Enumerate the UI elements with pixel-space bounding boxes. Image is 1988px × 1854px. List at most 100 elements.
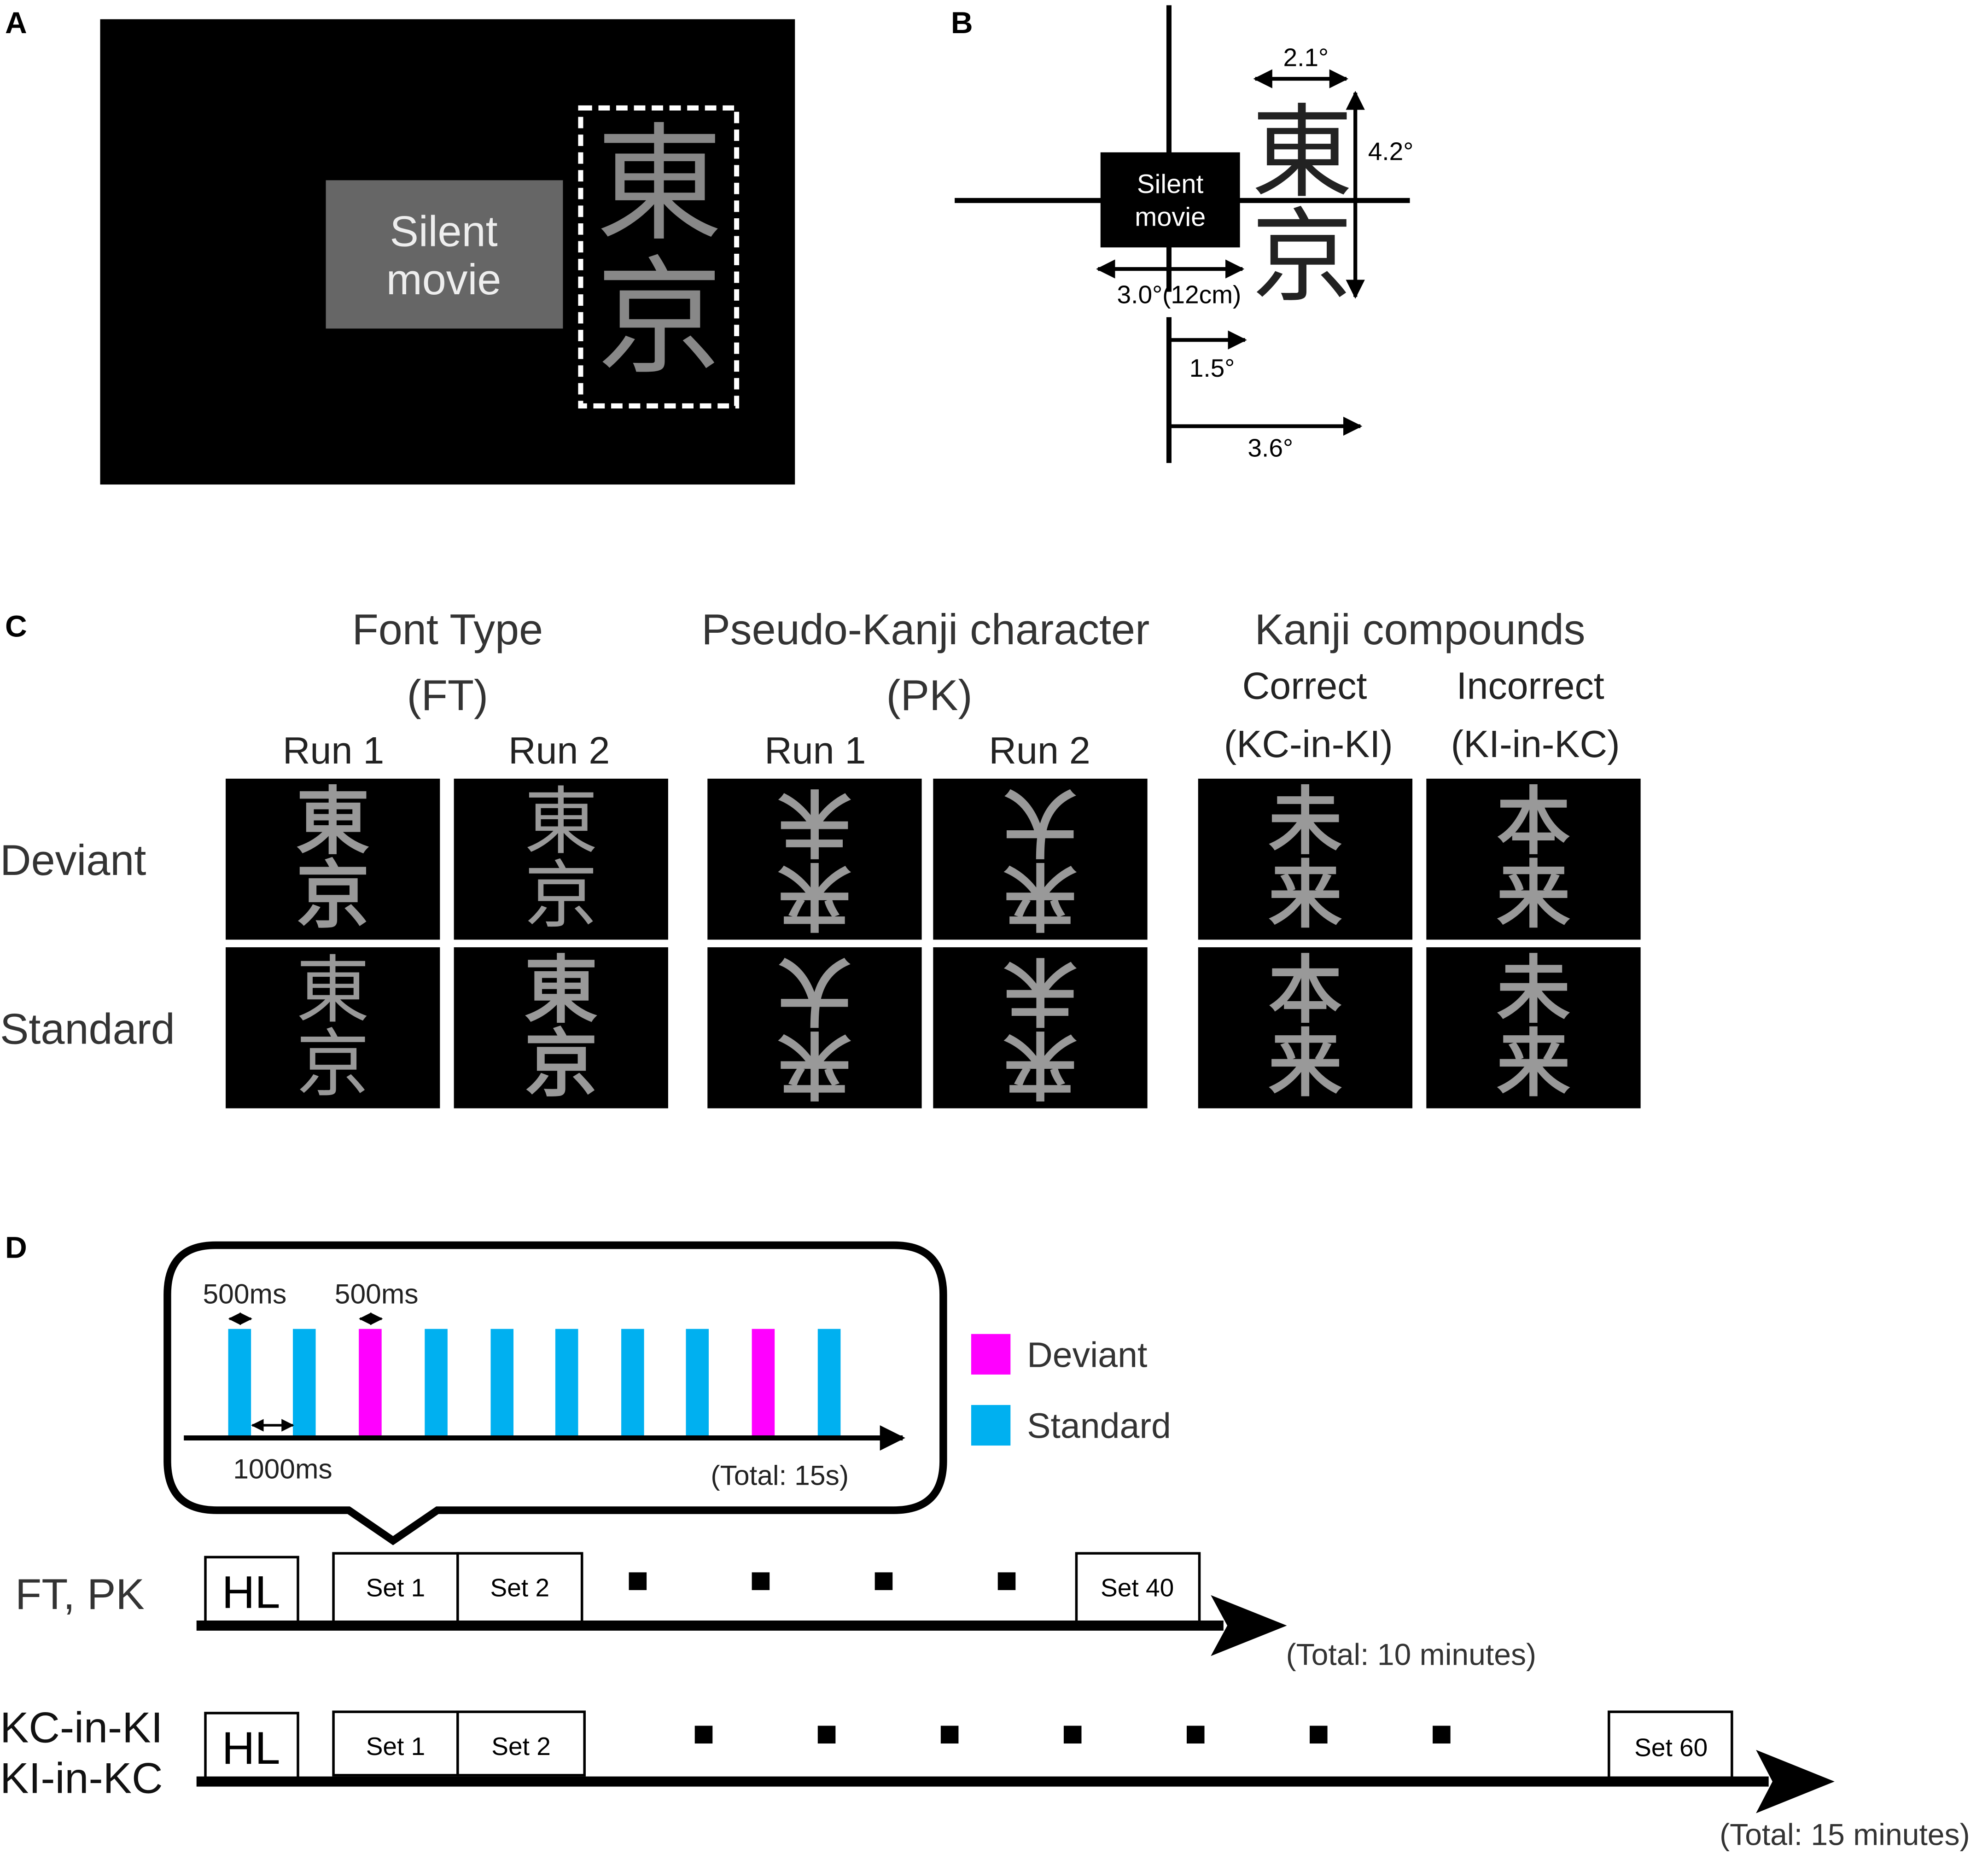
panel-d-label: D	[5, 1231, 27, 1265]
standard-stimulus-bar	[555, 1329, 578, 1438]
stimulus-character: 来	[1269, 852, 1342, 938]
col-correct: Correct	[1242, 664, 1367, 707]
timeline1-total: (Total: 10 minutes)	[1286, 1638, 1536, 1672]
deviant-stimulus-bar	[752, 1329, 775, 1438]
run-label: Run 1	[283, 729, 384, 772]
stimulus-character: 未	[1003, 948, 1077, 1033]
stimulus-cell	[1198, 947, 1413, 1108]
hl-label: HL	[222, 1723, 280, 1774]
stimulus-cell	[707, 778, 922, 940]
kanji-bottom: 京	[596, 244, 723, 391]
row-label-standard: Standard	[0, 1004, 175, 1053]
stimulus-cell	[1426, 778, 1641, 940]
stimulus-character: 大	[778, 948, 851, 1033]
movie-label-line1: Silent	[390, 207, 498, 256]
timeline1-arrowhead	[1211, 1595, 1287, 1656]
isi-label: 1000ms	[233, 1453, 332, 1485]
group-title-pk: Pseudo-Kanji character	[701, 605, 1149, 653]
set-label: Set 60	[1634, 1733, 1708, 1762]
stimulus-cell	[226, 778, 440, 940]
stimulus-character: 来	[1269, 1021, 1342, 1107]
stimulus-cell	[707, 947, 922, 1108]
hl-label: HL	[222, 1567, 280, 1618]
stimulus-character: 東	[296, 779, 370, 865]
stimulus-character: 来	[1497, 1021, 1570, 1107]
stimulus-character: 東	[296, 948, 370, 1033]
col-incorrect: Incorrect	[1456, 664, 1604, 707]
stimulus-character: 来	[1003, 852, 1077, 938]
stimulus-character: 来	[1497, 852, 1570, 938]
standard-stimulus-bar	[228, 1329, 251, 1438]
set-block	[456, 1552, 583, 1625]
stimulus-cell	[933, 947, 1148, 1108]
duration-label: 500ms	[335, 1278, 419, 1310]
kanji-top: 東	[596, 111, 723, 258]
standard-stimulus-bar	[621, 1329, 644, 1438]
stimulus-character: 未	[1497, 948, 1570, 1033]
set-block	[332, 1710, 459, 1777]
standard-stimulus-bar	[425, 1329, 448, 1438]
stimulus-character: 東	[524, 779, 598, 865]
standard-stimulus-bar	[686, 1329, 709, 1438]
silent-movie-area	[326, 180, 563, 329]
far-offset-dimension: 3.6°	[1248, 434, 1293, 462]
group-abbr-pk: (PK)	[886, 671, 972, 719]
standard-stimulus-bar	[817, 1329, 841, 1438]
movie-width-dimension: 3.0°(12cm)	[1117, 280, 1242, 309]
legend-deviant-label: Deviant	[1027, 1335, 1147, 1375]
inset-total: (Total: 15s)	[711, 1459, 849, 1491]
movie-label-line2: movie	[386, 255, 501, 303]
stimulus-character: 未	[778, 779, 851, 864]
panel-b-label: B	[951, 6, 973, 40]
kanji-top: 東	[1251, 94, 1353, 212]
stimulus-character: 京	[296, 852, 370, 938]
legend-standard-label: Standard	[1027, 1406, 1171, 1446]
stimulus-cell	[933, 778, 1148, 940]
run-label: Run 2	[508, 729, 610, 772]
dimension-arrows	[1096, 69, 1365, 436]
legend-deviant-swatch	[971, 1334, 1011, 1375]
stimulus-character: 大	[1003, 779, 1077, 864]
deviant-stimulus-bar	[359, 1329, 382, 1438]
set-block	[456, 1710, 586, 1777]
set-label: Set 40	[1101, 1574, 1174, 1602]
stimulus-character: 京	[296, 1021, 370, 1107]
stimulus-character: 本	[1497, 779, 1570, 865]
set-label: Set 2	[490, 1574, 550, 1602]
stimulus-character: 東	[524, 948, 598, 1033]
panel-c-label: C	[5, 610, 27, 644]
stimulus-character: 来	[778, 852, 851, 938]
run-label: Run 2	[989, 729, 1090, 772]
legend-standard-swatch	[971, 1405, 1011, 1446]
run-label: Run 1	[764, 729, 866, 772]
group-title-kc: Kanji compounds	[1255, 605, 1586, 653]
height-dimension: 4.2°	[1368, 137, 1414, 165]
abbr-ki-in-kc: (KI-in-KC)	[1451, 723, 1620, 765]
stimulus-character: 本	[1269, 948, 1342, 1033]
duration-label: 500ms	[203, 1278, 286, 1310]
offset-dimension: 1.5°	[1189, 354, 1235, 382]
stimulus-cell	[226, 947, 440, 1108]
kanji-bottom: 京	[1251, 198, 1353, 316]
group-abbr-ft: (FT)	[407, 671, 489, 719]
movie-label-line1: Silent	[1137, 169, 1204, 199]
duration-arrows	[228, 1312, 383, 1432]
set-label: Set 1	[366, 1732, 426, 1761]
ellipsis-dots	[629, 1572, 1016, 1590]
standard-stimulus-bar	[490, 1329, 514, 1438]
silent-movie-box	[1100, 152, 1240, 248]
timeline2-total: (Total: 15 minutes)	[1720, 1818, 1970, 1852]
set-block-last	[1075, 1552, 1201, 1625]
width-dimension: 2.1°	[1283, 43, 1329, 72]
stimulus-cell	[1198, 778, 1413, 940]
stimulus-sequence	[228, 1329, 841, 1438]
set-label: Set 1	[366, 1574, 426, 1602]
stimulus-character: 未	[1269, 779, 1342, 865]
stimulus-frame	[578, 105, 740, 408]
panel-a-label: A	[5, 6, 27, 40]
group-title-ft: Font Type	[352, 605, 543, 653]
standard-stimulus-bar	[292, 1329, 316, 1438]
row-label-deviant: Deviant	[0, 836, 146, 884]
timeline2-label-2: KI-in-KC	[0, 1754, 163, 1802]
